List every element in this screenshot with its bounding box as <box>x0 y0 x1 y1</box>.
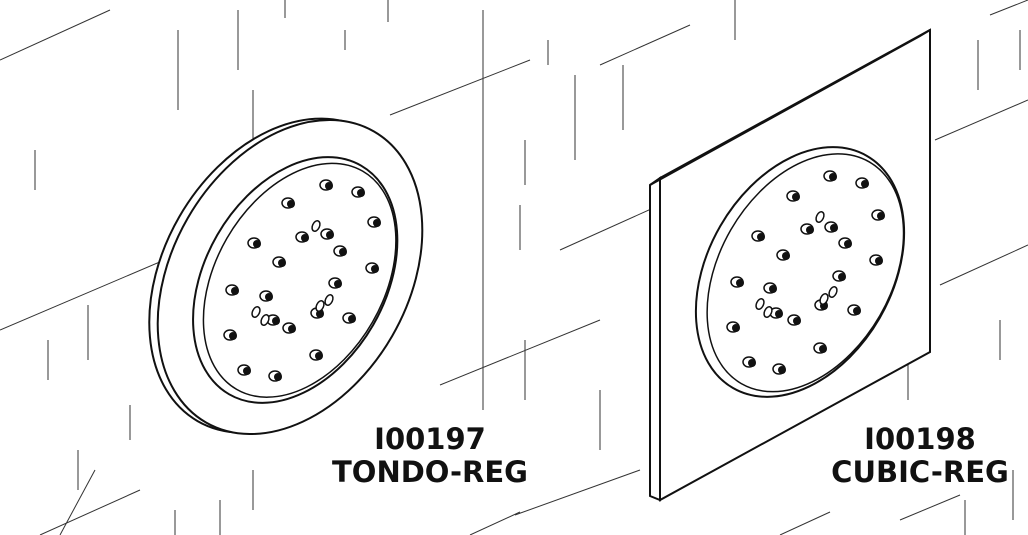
nozzle-icon <box>800 223 814 235</box>
air-inlet-icon <box>251 306 261 318</box>
nozzle-icon <box>309 349 323 361</box>
nozzle-icon <box>787 314 801 326</box>
air-inlet-icon <box>311 220 321 232</box>
nozzle-icon <box>225 284 239 296</box>
nozzle-icon <box>813 342 827 354</box>
nozzle-icon <box>730 276 744 288</box>
nozzle-icon <box>342 312 356 324</box>
round-plate-icon <box>148 117 424 435</box>
product-code: I00197 <box>374 422 486 456</box>
air-inlet-icon <box>819 293 829 305</box>
nozzle-icon <box>726 321 740 333</box>
square-plate-icon <box>649 28 931 502</box>
product-label-right: I00198 CUBIC-REG <box>830 423 1010 489</box>
nozzle-icon <box>319 179 333 191</box>
nozzle-icon <box>823 170 837 182</box>
air-inlet-icon <box>828 286 838 298</box>
nozzle-icon <box>838 237 852 249</box>
nozzle-group-right <box>726 170 885 375</box>
air-inlet-icon <box>815 211 825 223</box>
nozzle-icon <box>295 231 309 243</box>
nozzle-icon <box>869 254 883 266</box>
product-name: CUBIC-REG <box>831 455 1009 489</box>
air-inlet-icon <box>315 300 325 312</box>
nozzle-group-left <box>223 179 381 382</box>
nozzle-icon <box>282 322 296 334</box>
nozzle-icon <box>871 209 885 221</box>
nozzle-icon <box>832 270 846 282</box>
nozzle-icon <box>847 304 861 316</box>
nozzle-icon <box>351 186 365 198</box>
nozzle-icon <box>776 249 790 261</box>
nozzle-icon <box>333 245 347 257</box>
nozzle-icon <box>742 356 756 368</box>
nozzle-icon <box>237 364 251 376</box>
nozzle-icon <box>268 370 282 382</box>
air-inlet-icon <box>324 294 334 306</box>
nozzle-icon <box>751 230 765 242</box>
product-label-left: I00197 TONDO-REG <box>330 423 530 489</box>
nozzle-icon <box>786 190 800 202</box>
nozzle-icon <box>772 363 786 375</box>
air-inlet-icon <box>763 306 773 318</box>
nozzle-icon <box>281 197 295 209</box>
nozzle-icon <box>320 228 334 240</box>
product-code: I00198 <box>864 422 976 456</box>
product-name: TONDO-REG <box>332 455 528 489</box>
nozzle-icon <box>367 216 381 228</box>
nozzle-icon <box>365 262 379 274</box>
nozzle-icon <box>855 177 869 189</box>
nozzle-icon <box>328 277 342 289</box>
nozzle-icon <box>247 237 261 249</box>
nozzle-icon <box>223 329 237 341</box>
nozzle-icon <box>763 282 777 294</box>
nozzle-icon <box>272 256 286 268</box>
air-inlet-icon <box>260 314 270 326</box>
nozzle-icon <box>259 290 273 302</box>
nozzle-icon <box>824 221 838 233</box>
air-inlet-icon <box>755 298 765 310</box>
